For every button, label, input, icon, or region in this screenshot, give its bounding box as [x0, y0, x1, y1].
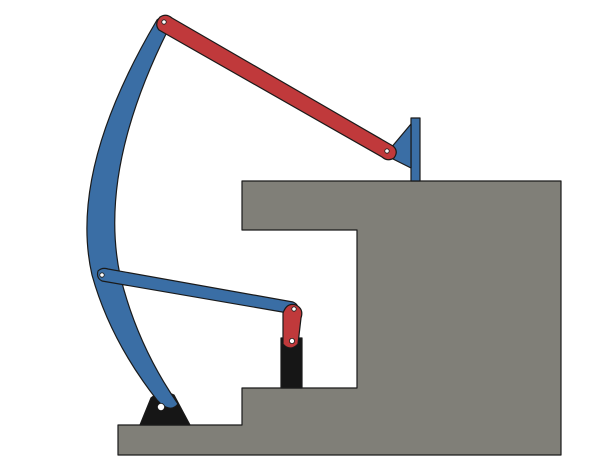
short-red-crank [282, 303, 303, 349]
pin-red-link-end [384, 148, 390, 154]
pin-ground-pivot [156, 402, 165, 411]
pin-lower-link-left [99, 272, 105, 278]
pin-beam-top [161, 19, 167, 25]
upper-red-link [156, 14, 397, 161]
curved-beam [86, 16, 179, 409]
pin-crank-bottom [288, 337, 295, 344]
ground-block [117, 180, 562, 456]
pin-lower-link-right [291, 306, 297, 312]
